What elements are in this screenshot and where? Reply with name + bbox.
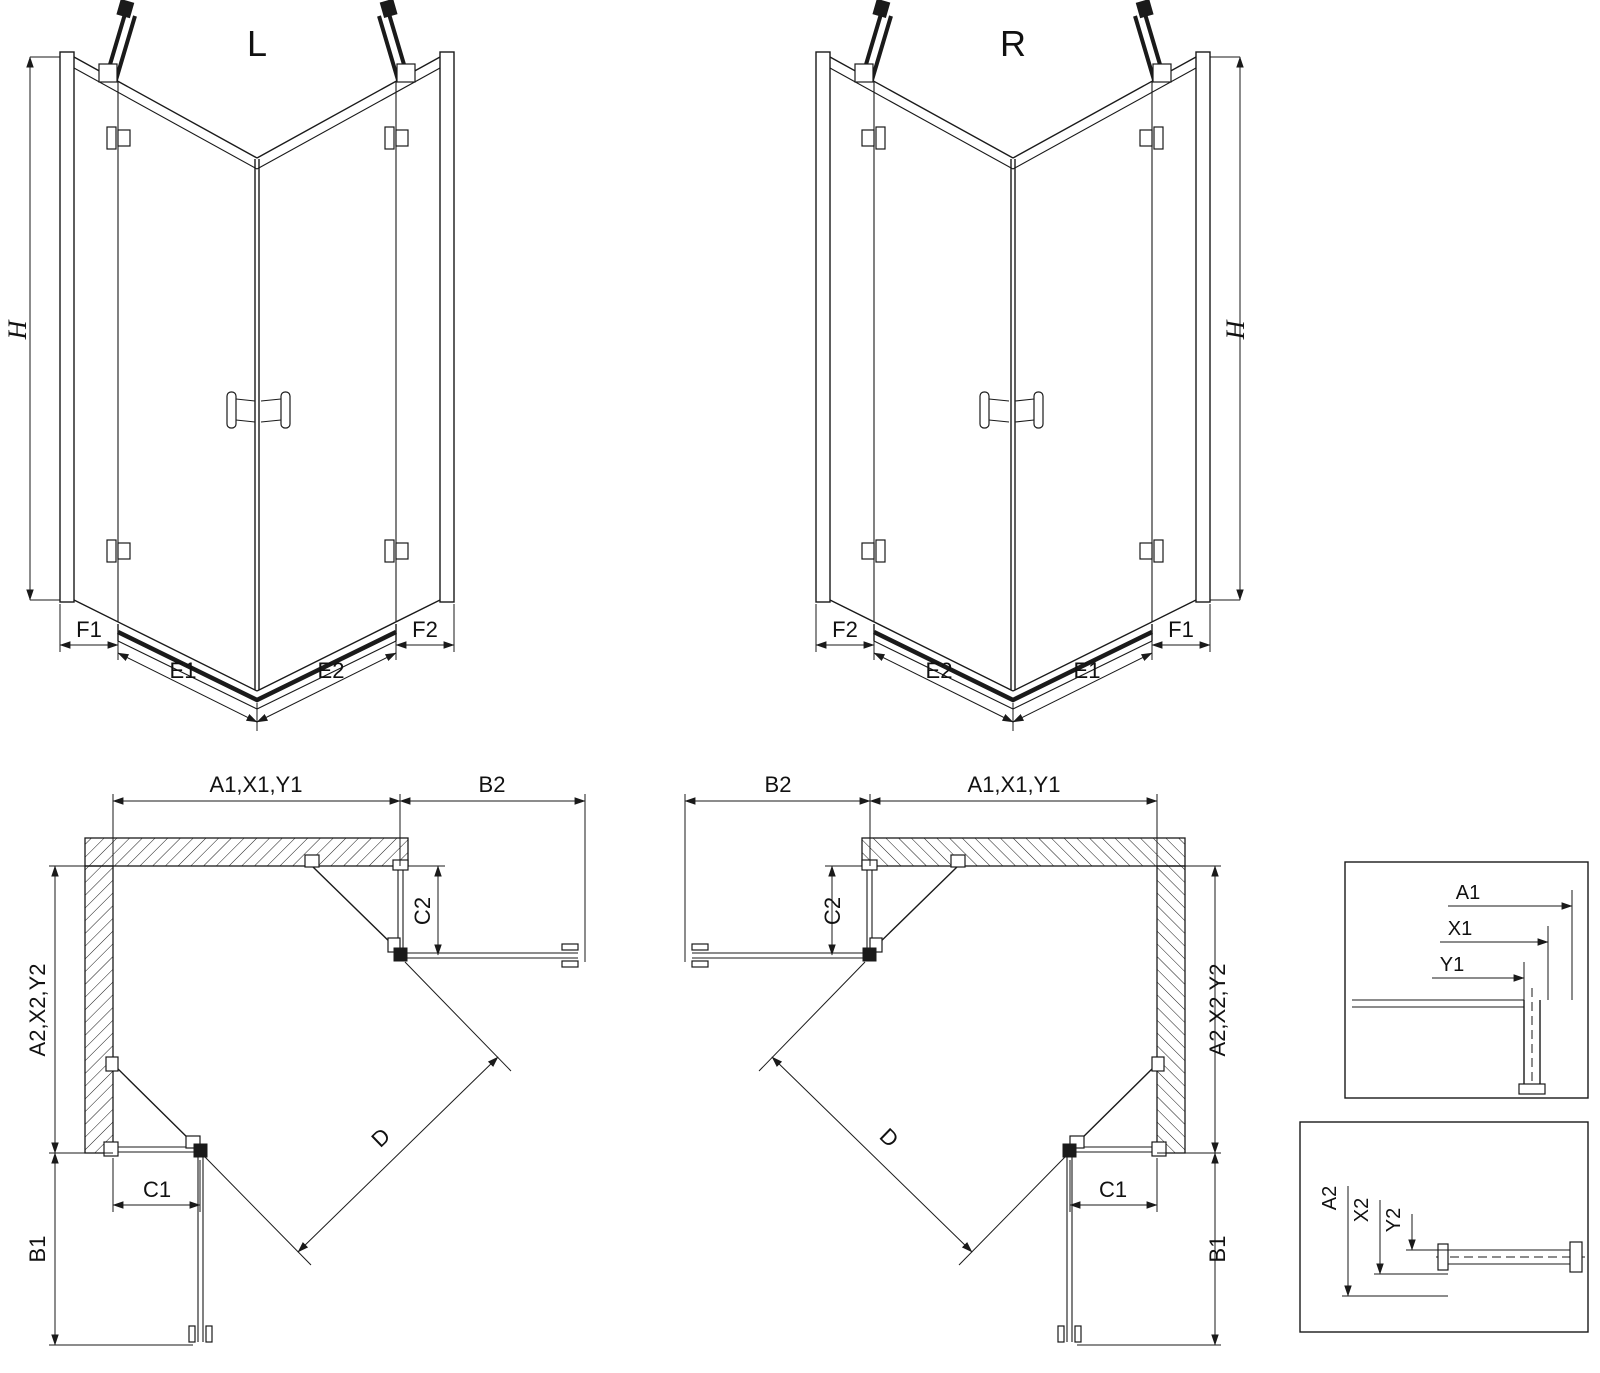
base-rail — [117, 624, 397, 710]
stabilizer-arm-right — [377, 0, 416, 83]
dim-label-e1-right: E1 — [1074, 658, 1101, 683]
dim-label-b2-planr: B2 — [765, 772, 792, 797]
dim-label-c2-planl: C2 — [410, 897, 435, 925]
plan-right-labels: A1,X1,Y1 B2 C2 A2,X2,Y2 C1 B1 D — [765, 772, 1230, 1262]
detail-label-a2: A2 — [1319, 1186, 1341, 1210]
dim-label-a1x1y1-planr: A1,X1,Y1 — [968, 772, 1061, 797]
detail-box-depth: A2 X2 Y2 — [1299, 1121, 1589, 1333]
dim-label-e2-right: E2 — [926, 658, 953, 683]
stabilizer-bars-plan — [105, 854, 401, 1149]
plan-dimensions — [49, 794, 586, 1346]
wall-top — [84, 837, 409, 867]
iso-right-labels: R H F2 E2 E1 F1 — [832, 23, 1250, 683]
iso-left-labels: L H F1 E1 E2 F2 — [3, 23, 438, 683]
dim-label-f1-left: F1 — [76, 617, 102, 642]
dim-label-a1x1y1-planl: A1,X1,Y1 — [210, 772, 303, 797]
door-hinges — [106, 126, 409, 563]
dim-label-f2-left: F2 — [412, 617, 438, 642]
detail-label-y1: Y1 — [1440, 954, 1464, 976]
dim-label-b2-planl: B2 — [479, 772, 506, 797]
dim-label-h-left: H — [3, 319, 32, 340]
view-label-r: R — [1000, 23, 1026, 64]
dimension-height — [26, 56, 62, 601]
plan-left-labels: A1,X1,Y1 B2 C2 A2,X2,Y2 C1 B1 D — [25, 772, 505, 1262]
glass-panels — [73, 56, 441, 692]
door-handles — [226, 391, 291, 429]
dim-label-f1-right: F1 — [1168, 617, 1194, 642]
view-label-l: L — [247, 23, 267, 64]
plan-view-art — [49, 794, 586, 1346]
detail-label-a1: A1 — [1456, 882, 1480, 904]
open-door-bottom — [188, 1150, 213, 1343]
dim-label-b1-planl: B1 — [25, 1236, 50, 1263]
detail-label-x2: X2 — [1351, 1198, 1373, 1222]
iso-view-art — [26, 0, 455, 731]
dim-label-e2-left: E2 — [318, 658, 345, 683]
dim-label-a2x2y2-planr: A2,X2,Y2 — [1205, 964, 1230, 1057]
dim-label-d-planl: D — [366, 1123, 395, 1152]
dim-label-h-right: H — [1221, 319, 1250, 340]
detail-label-x1: X1 — [1448, 918, 1472, 940]
wall-side — [84, 865, 114, 1154]
plan-view-art-right — [685, 794, 1221, 1345]
dim-label-b1-planr: B1 — [1205, 1236, 1230, 1263]
dim-label-c1-planr: C1 — [1099, 1177, 1127, 1202]
dim-label-c1-planl: C1 — [143, 1177, 171, 1202]
wall-profile-right — [439, 51, 455, 603]
dim-label-d-planr: D — [875, 1123, 904, 1152]
dim-label-f2-right: F2 — [832, 617, 858, 642]
detail-label-y2: Y2 — [1383, 1208, 1405, 1232]
fixed-glass — [103, 859, 409, 1157]
wall-profile-left — [59, 51, 75, 603]
dim-label-c2-planr: C2 — [820, 897, 845, 925]
open-door-right — [400, 943, 579, 968]
hinge-right-door — [393, 947, 408, 962]
stabilizer-arm-left — [98, 0, 137, 83]
hinge-bottom-door — [193, 1143, 208, 1158]
dim-label-e1-left: E1 — [170, 658, 197, 683]
detail-box-width: A1 X1 Y1 — [1344, 861, 1589, 1099]
bottom-dimensions — [59, 604, 455, 731]
dim-label-a2x2y2-planl: A2,X2,Y2 — [25, 964, 50, 1057]
